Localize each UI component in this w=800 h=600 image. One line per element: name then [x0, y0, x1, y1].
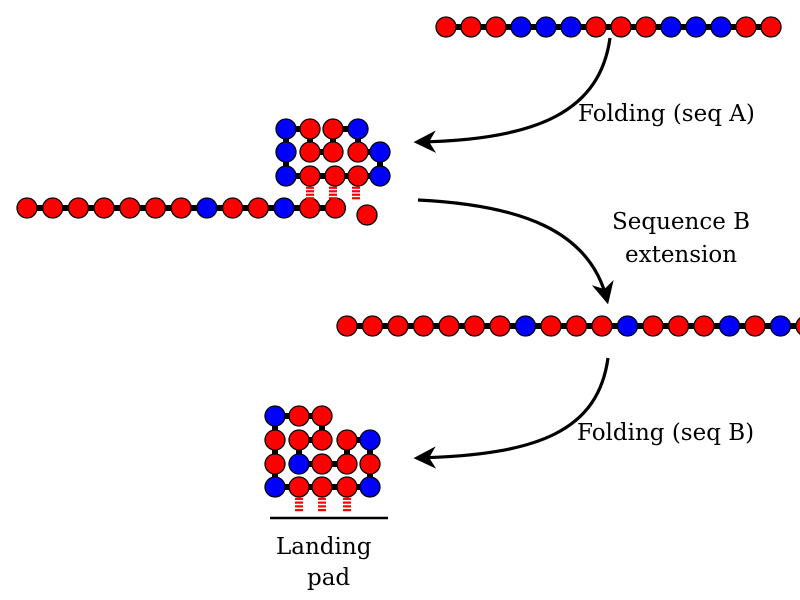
blue-bead	[710, 16, 732, 38]
red-bead	[119, 197, 141, 219]
red-bead	[264, 429, 286, 451]
red-bead	[635, 16, 657, 38]
red-bead	[221, 197, 244, 219]
label-folding-seq-b: Folding (seq B)	[577, 420, 754, 446]
red-bead	[324, 197, 347, 219]
blue-bead	[560, 16, 582, 38]
red-bead	[336, 429, 358, 451]
blue-bead	[369, 141, 391, 163]
blue-bead	[359, 476, 381, 498]
chain-seq-b	[336, 315, 800, 337]
red-bead	[435, 16, 457, 38]
red-bead	[347, 165, 369, 187]
blue-bead	[359, 429, 381, 451]
red-bead	[485, 16, 507, 38]
red-bead	[387, 315, 409, 337]
blue-bead	[535, 16, 557, 38]
intermediate-folded-structure	[16, 118, 391, 226]
blue-bead	[275, 165, 297, 187]
blue-bead	[718, 315, 741, 337]
red-bead	[361, 315, 384, 337]
blue-bead	[685, 16, 707, 38]
red-bead	[336, 315, 358, 337]
red-bead	[610, 16, 632, 38]
red-bead	[311, 429, 333, 451]
red-bead	[336, 453, 358, 475]
arrow-folding-a	[413, 37, 612, 153]
label-pad: pad	[307, 565, 350, 591]
blue-bead	[273, 197, 295, 219]
red-bead	[460, 16, 482, 38]
red-bead	[322, 141, 344, 163]
red-bead	[299, 197, 321, 219]
red-bead	[170, 197, 192, 219]
arrow-folding-b	[413, 357, 610, 469]
red-bead	[412, 315, 435, 337]
blue-bead	[275, 118, 297, 140]
red-bead	[288, 405, 310, 427]
label-folding-seq-a: Folding (seq A)	[578, 101, 755, 127]
red-bead	[67, 197, 90, 219]
red-bead	[144, 197, 167, 219]
red-bead	[489, 315, 511, 337]
red-bead	[288, 476, 310, 498]
blue-bead	[616, 315, 639, 337]
red-bead	[336, 476, 358, 498]
red-bead	[356, 204, 378, 226]
red-bead	[565, 315, 588, 337]
red-bead	[247, 197, 269, 219]
red-bead	[760, 16, 782, 38]
red-bead	[735, 16, 757, 38]
red-bead	[93, 197, 115, 219]
label-extension: extension	[625, 242, 737, 268]
red-bead	[540, 315, 562, 337]
blue-bead	[264, 476, 286, 498]
label-landing: Landing	[276, 534, 372, 560]
red-bead	[299, 165, 321, 187]
red-bead	[311, 476, 333, 498]
red-bead	[299, 141, 321, 163]
red-bead	[795, 317, 800, 335]
red-bead	[299, 118, 321, 140]
red-bead	[264, 453, 286, 475]
blue-bead	[264, 405, 286, 427]
final-folded-structure	[264, 405, 381, 512]
blue-bead	[275, 141, 297, 163]
red-bead	[324, 165, 346, 187]
red-bead	[42, 197, 64, 219]
red-bead	[311, 453, 333, 475]
red-bead	[16, 197, 38, 219]
red-bead	[667, 315, 690, 337]
blue-bead	[369, 165, 391, 187]
chain-seq-a	[435, 16, 782, 38]
red-bead	[288, 429, 310, 451]
blue-bead	[510, 16, 532, 38]
arrow-sequence-b-extension	[417, 198, 614, 305]
red-bead	[591, 315, 613, 337]
red-bead	[311, 405, 333, 427]
blue-bead	[196, 197, 218, 219]
blue-bead	[347, 118, 369, 140]
red-bead	[359, 453, 381, 475]
red-bead	[642, 315, 664, 337]
red-bead	[585, 16, 607, 38]
blue-bead	[660, 16, 682, 38]
label-sequence-b: Sequence B	[612, 209, 750, 235]
red-bead	[463, 315, 486, 337]
blue-bead	[514, 315, 537, 337]
blue-bead	[288, 453, 310, 475]
red-bead	[693, 315, 715, 337]
blue-bead	[769, 315, 792, 337]
red-bead	[438, 315, 460, 337]
red-bead	[347, 141, 369, 163]
red-bead	[322, 118, 344, 140]
red-bead	[744, 315, 766, 337]
